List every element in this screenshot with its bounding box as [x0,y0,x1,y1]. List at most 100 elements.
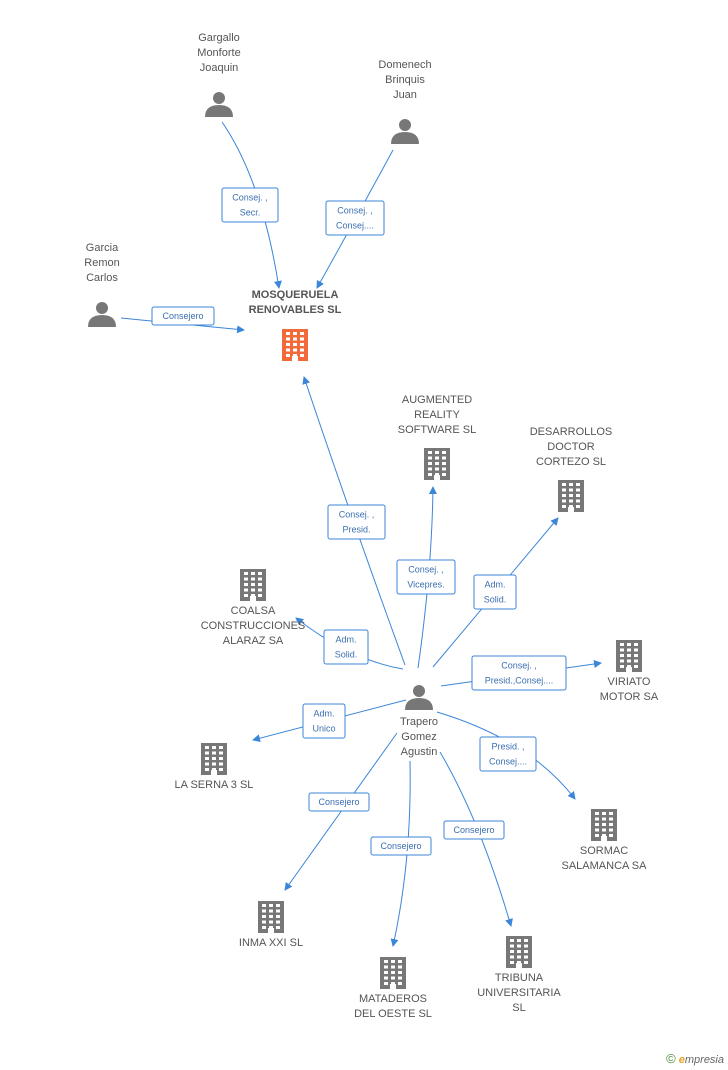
building-window [300,332,304,335]
building-window [276,926,280,929]
edge-trapero-tribuna[interactable]: Consejero [439,751,513,927]
person-icon-body [205,105,233,117]
node-label-line: REALITY [414,409,461,421]
building-door [516,963,522,968]
person-icon [213,92,225,104]
node-label-line: Agustin [401,746,438,758]
edge-trapero-mataderos[interactable]: Consejero [370,760,432,947]
building-window [251,577,255,581]
building-window [609,828,613,832]
building-window [262,926,266,929]
building-window [391,982,395,985]
building-window [219,768,223,771]
building-window [300,337,304,341]
edge-label-box [308,792,370,812]
edge-gargallo-mosqueruela[interactable]: Consej. ,Secr. [221,121,282,289]
edge-garcia-mosqueruela[interactable]: Consejero [120,306,245,334]
building-window [276,915,280,918]
edge-label-text: Solid. [484,595,507,605]
building-window [524,961,528,964]
edge-label-box [396,559,456,595]
building-window [398,960,402,963]
company-node-inma[interactable]: INMA XXI SL [239,901,303,949]
building-window [569,483,573,486]
edge-trapero-desarrollos[interactable]: Adm.Solid. [432,517,559,668]
edge-trapero-mosqueruela[interactable]: Consej. ,Presid. [302,376,406,666]
building-window [620,654,624,657]
building-window [286,337,290,341]
building-window [627,654,631,657]
edge-label-box [151,306,215,326]
edge-trapero-viriato[interactable]: Consej. ,Presid.,Consej.... [440,655,602,691]
building-window [435,462,439,465]
edge-label-text: Adm. [313,709,334,719]
building-window [627,643,631,646]
building-window [219,762,223,766]
building-window [510,950,514,953]
edge-label-box [327,504,386,540]
building-door [390,984,396,989]
company-node-laserna[interactable]: LA SERNA 3 SL [175,743,254,791]
edge-label-text: Consejero [380,841,421,851]
edge-trapero-augmented[interactable]: Consej. ,Vicepres. [396,486,456,669]
building-window [269,904,273,907]
node-label-line: UNIVERSITARIA [477,987,561,999]
building-window [398,982,402,985]
edge-arrow [390,760,411,947]
edge-domenech-mosqueruela[interactable]: Consej. ,Consej.... [316,149,394,289]
building-window [219,751,223,755]
building-window [634,643,638,646]
building-window [517,939,521,942]
building-window [524,939,528,942]
building-window [286,343,290,346]
edge-trapero-laserna[interactable]: Adm.Unico [252,699,407,743]
building-window [595,834,599,837]
building-window [634,654,638,657]
building-window [286,354,290,357]
person-icon [96,302,108,314]
edge-label-box [471,655,567,691]
building-window [627,648,631,652]
building-window [524,950,528,953]
building-window [251,583,255,586]
building-window [398,965,402,969]
building-window [251,594,255,597]
node-label-line: AUGMENTED [402,394,472,406]
node-label-line: Brinquis [385,74,425,86]
building-door [626,667,632,672]
building-window [391,960,395,963]
building-window [384,976,388,980]
node-label-line: Gargallo [198,32,240,44]
edge-label-text: Consej. , [501,661,537,671]
building-window [510,955,514,959]
building-door [268,928,274,933]
building-window [276,920,280,924]
building-window [569,494,573,497]
edge-label-text: Solid. [335,650,358,660]
building-window [576,488,580,492]
edge-trapero-coalsa[interactable]: Adm.Solid. [295,617,404,670]
node-label-line: Carlos [86,272,118,284]
node-label-line: LA SERNA 3 SL [175,779,254,791]
building-window [517,955,521,959]
edge-label-box [443,820,505,840]
building-window [442,462,446,465]
building-window [258,583,262,586]
edge-trapero-sormac[interactable]: Presid. ,Consej.... [436,711,576,800]
edge-trapero-inma[interactable]: Consejero [284,732,398,891]
building-window [620,643,624,646]
node-label-line: Juan [393,89,417,101]
